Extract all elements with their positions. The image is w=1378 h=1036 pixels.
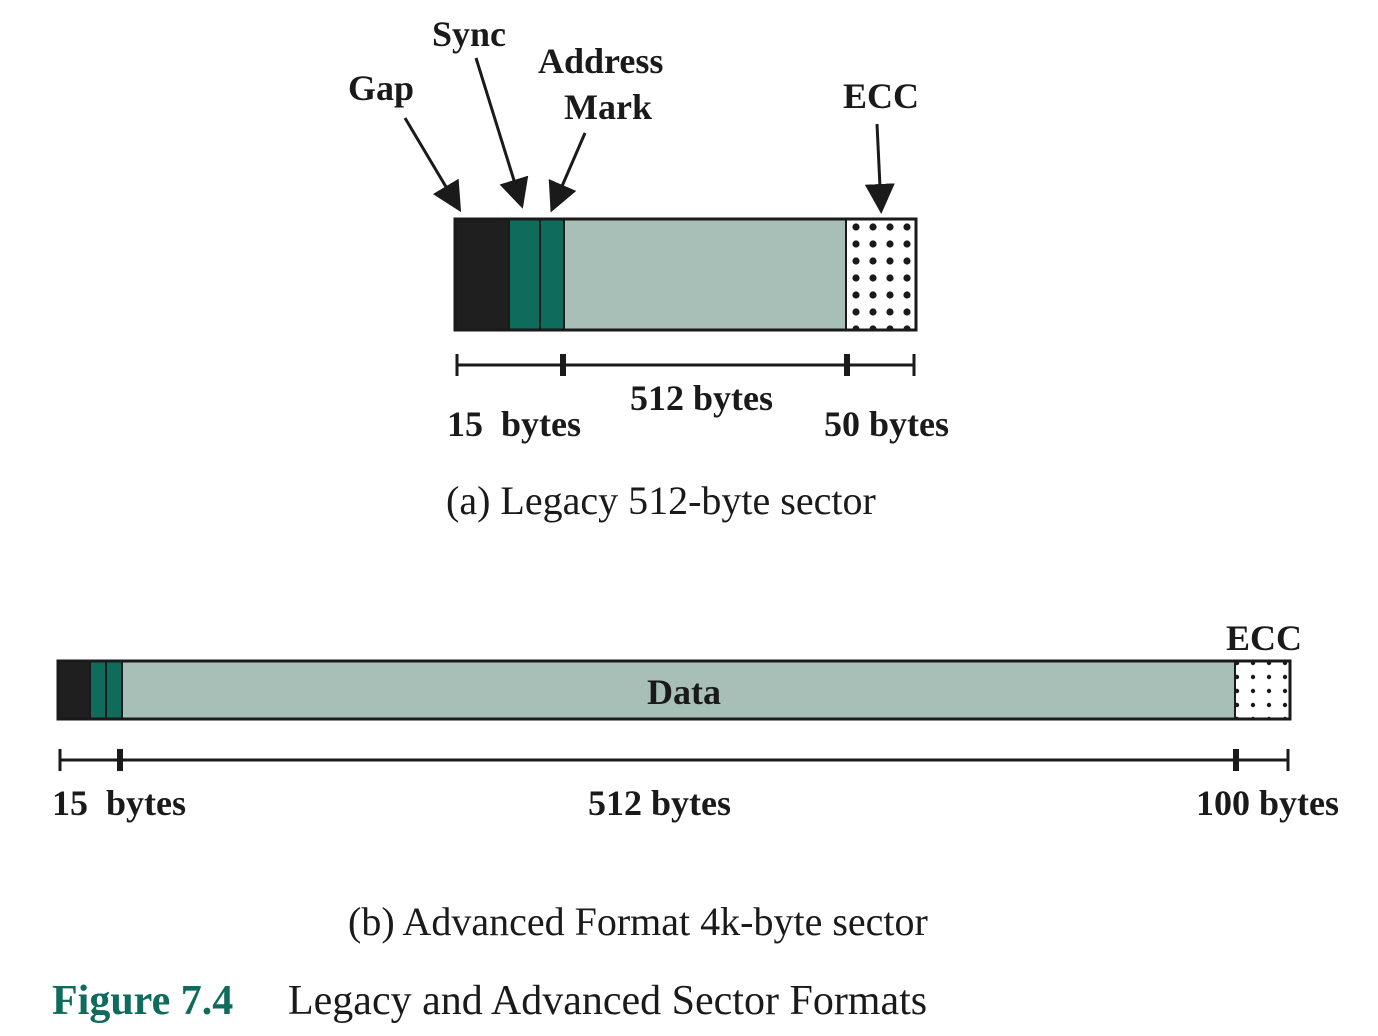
legacy-dimension-line [455, 354, 916, 376]
legacy-gap-field [455, 219, 509, 330]
advanced-ecc-field [1234, 660, 1291, 720]
advanced-header-size: 15 bytes [52, 783, 186, 823]
advanced-sync-field [89, 660, 107, 720]
legacy-caption: (a) Legacy 512-byte sector [446, 478, 876, 523]
figure-caption: Figure 7.4 Legacy and Advanced Sector Fo… [52, 978, 927, 1024]
address-mark-label-line1: Address [538, 41, 663, 81]
legacy-ecc-arrow [864, 123, 895, 214]
advanced-address-mark-field [105, 660, 123, 720]
advanced-data-size: 512 bytes [588, 783, 731, 823]
advanced-sector-outline [56, 659, 1292, 721]
legacy-ecc-field [845, 218, 917, 331]
gap-label: Gap [348, 68, 414, 108]
figure-title: Legacy and Advanced Sector Formats [288, 978, 927, 1024]
address-mark-arrow [548, 132, 587, 213]
legacy-sector-outline [453, 217, 918, 332]
address-mark-label-line2: Mark [564, 87, 652, 127]
advanced-dimension-line [58, 749, 1290, 771]
figure-number: Figure 7.4 [52, 978, 233, 1024]
legacy-address-mark-field [539, 218, 565, 331]
legacy-sync-field [508, 218, 541, 331]
advanced-sector-diagram: ECC Data 15 bytes 512 bytes 100 bytes (b… [52, 618, 1339, 944]
gap-arrow [403, 117, 462, 213]
legacy-header-size: 15 bytes [447, 404, 581, 444]
legacy-ecc-label: ECC [843, 76, 919, 116]
advanced-ecc-size: 100 bytes [1196, 783, 1339, 823]
advanced-ecc-label: ECC [1226, 618, 1302, 658]
legacy-data-field [563, 218, 847, 331]
legacy-sector-diagram: Gap Sync Address Mark ECC 15 bytes 512 b… [348, 14, 949, 523]
advanced-gap-field [58, 661, 90, 719]
legacy-ecc-size: 50 bytes [824, 404, 949, 444]
advanced-data-label: Data [647, 672, 721, 712]
advanced-caption: (b) Advanced Format 4k-byte sector [348, 899, 928, 944]
sync-label: Sync [432, 14, 506, 54]
sync-arrow [474, 57, 529, 209]
legacy-data-size: 512 bytes [630, 378, 773, 418]
